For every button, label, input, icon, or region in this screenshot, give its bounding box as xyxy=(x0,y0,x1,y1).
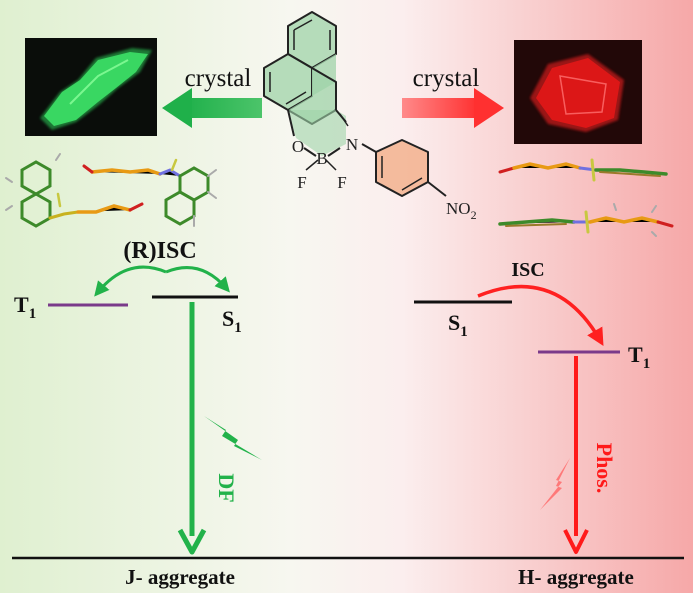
left-crystal-label: crystal xyxy=(185,65,252,92)
left-triplet-label: T1 xyxy=(14,292,36,322)
phosphorescence-arrow xyxy=(563,356,589,554)
green-crystal-arrow xyxy=(162,88,262,128)
right-transition-label: ISC xyxy=(511,259,544,281)
right-emission-label: Phos. xyxy=(592,443,617,494)
left-packing-model xyxy=(5,153,217,228)
left-singlet-label: S1 xyxy=(222,306,242,336)
red-crystal-photo xyxy=(514,40,642,144)
atom-n: N xyxy=(346,135,358,154)
green-crystal-photo xyxy=(25,38,157,136)
nitro-group: NO2 xyxy=(446,199,477,222)
molecule-atom-labels: O B N F F NO2 xyxy=(292,135,477,222)
right-triplet-label: T1 xyxy=(628,342,650,372)
delayed-fluorescence-arrow xyxy=(177,302,207,555)
red-lightning-icon xyxy=(540,458,570,510)
red-crystal-arrow xyxy=(402,88,504,128)
green-lightning-icon xyxy=(204,416,262,460)
right-crystal-label: crystal xyxy=(413,65,480,92)
right-singlet-label: S1 xyxy=(448,310,468,340)
atom-f-right: F xyxy=(337,173,346,192)
left-risc-arrow-to-singlet xyxy=(165,266,230,293)
molecule-structure xyxy=(263,11,447,197)
right-packing-model xyxy=(498,158,674,237)
h-aggregate-label: H- aggregate xyxy=(518,565,634,589)
left-emission-label: DF xyxy=(214,473,239,502)
atom-o: O xyxy=(292,137,304,156)
left-transition-label: (R)ISC xyxy=(123,238,196,264)
j-aggregate-label: J- aggregate xyxy=(125,565,235,589)
right-isc-arrow xyxy=(477,284,604,347)
left-isc-arrow-to-triplet xyxy=(94,265,167,297)
atom-f-left: F xyxy=(297,173,306,192)
atom-b: B xyxy=(316,149,327,168)
